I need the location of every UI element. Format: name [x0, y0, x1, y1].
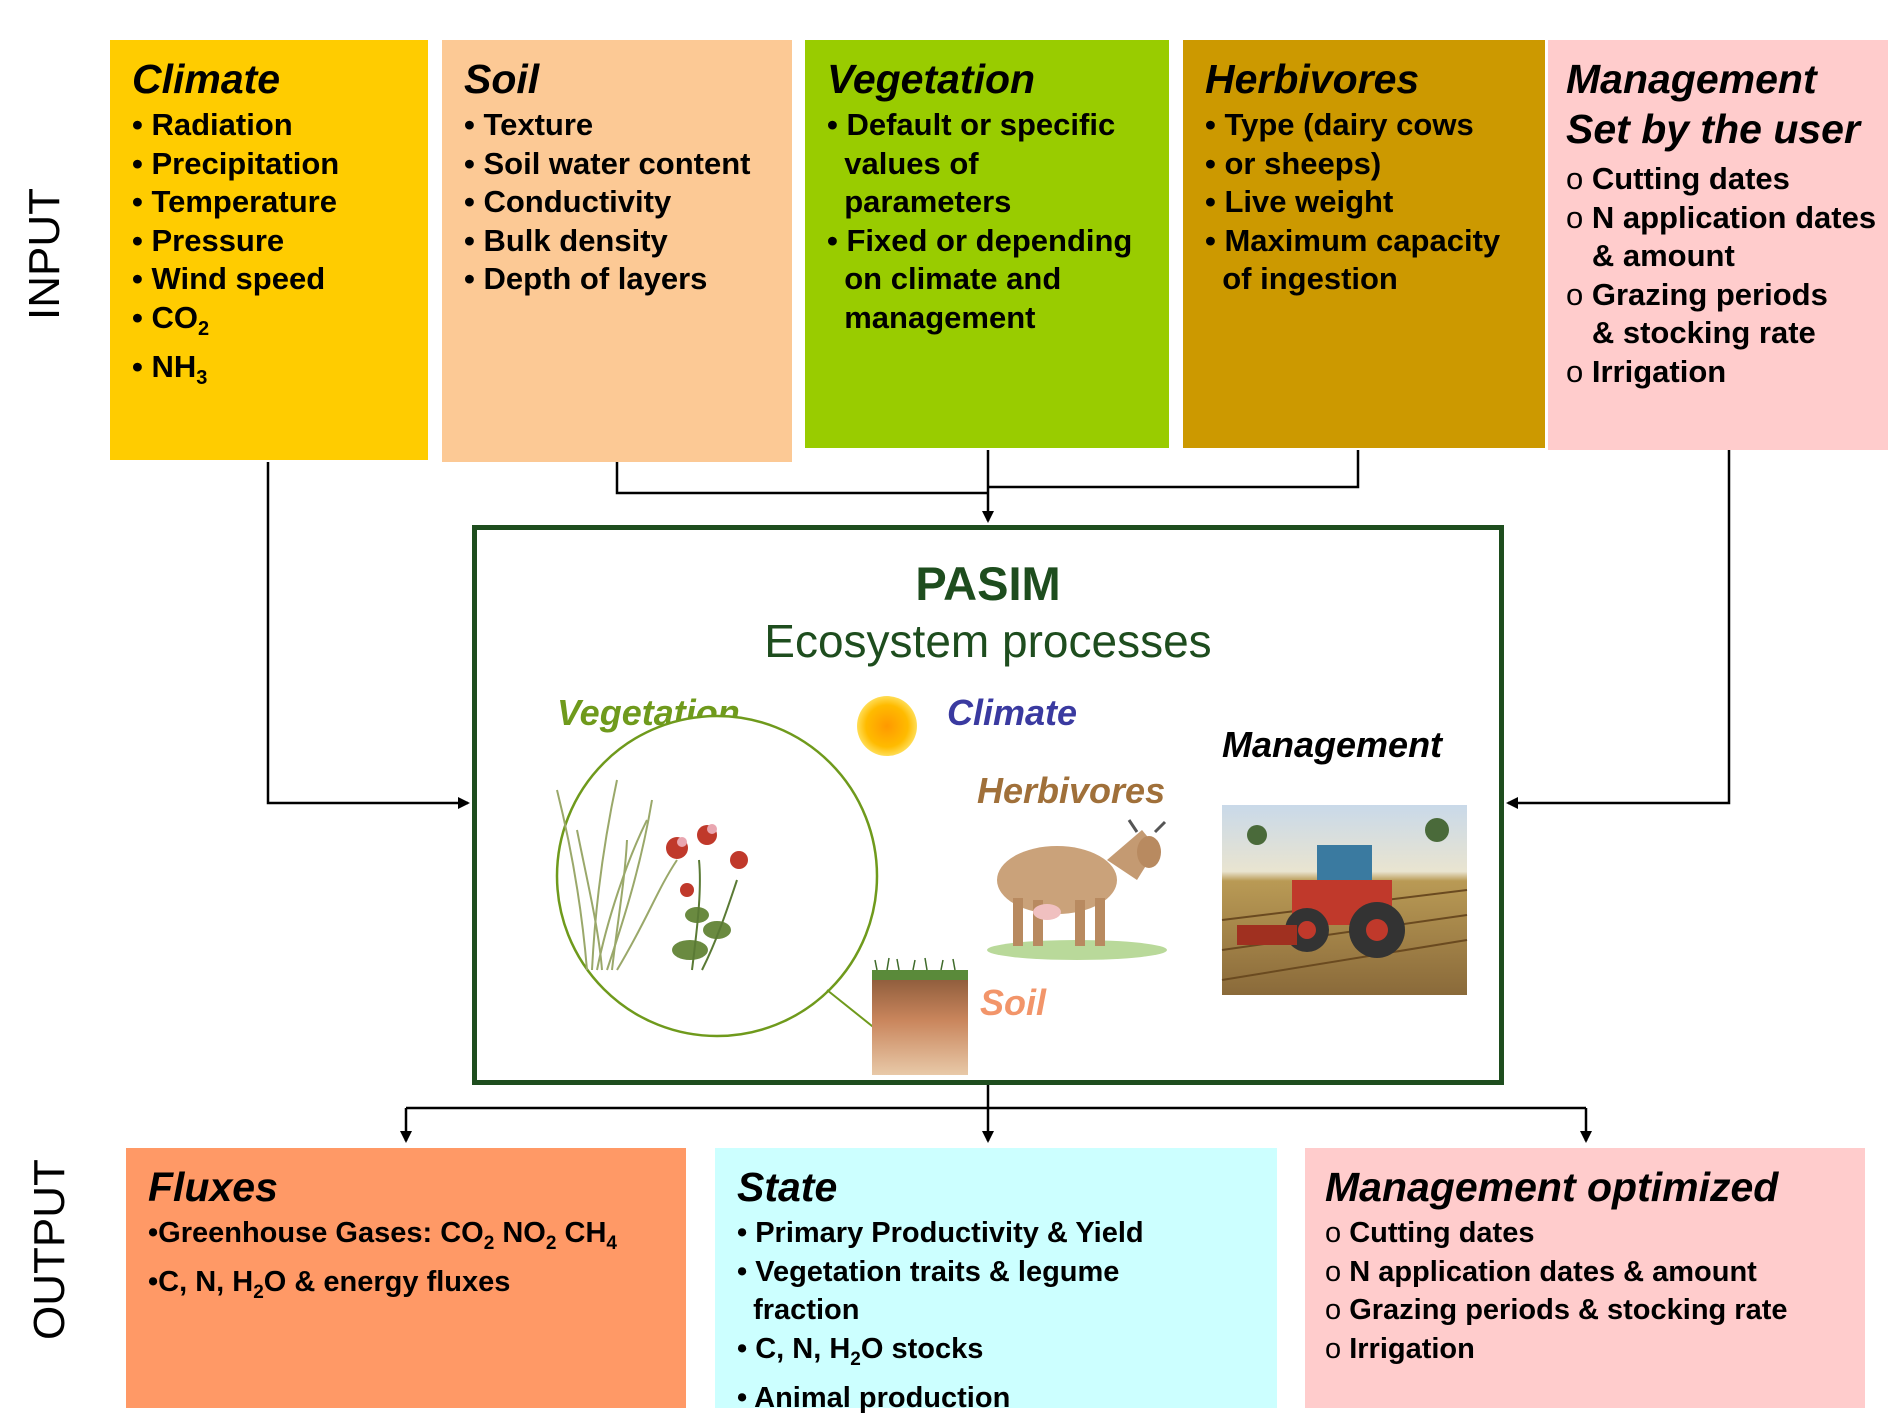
soil-connector: [615, 462, 988, 495]
climate-item: • Pressure: [132, 222, 285, 258]
tractor-field-icon: [1221, 805, 1468, 995]
management-subtitle: Set by the user: [1566, 106, 1860, 152]
herbivores-title: Herbivores: [1205, 56, 1420, 102]
herbivores-item: of ingestion: [1205, 261, 1398, 296]
soil-item: • Conductivity: [464, 184, 672, 219]
vegetation-item: • Fixed or depending: [827, 222, 1133, 258]
pasim-illustrations: [555, 696, 1468, 1075]
climate-item: • Wind speed: [132, 261, 326, 296]
climate-item-nh3: • NH3: [132, 349, 208, 390]
fluxes-energy: •C, N, H2O & energy fluxes: [148, 1266, 511, 1304]
vegetation-item: values of: [827, 145, 979, 181]
management-item: o Grazing periods: [1566, 276, 1828, 312]
pasim-soil-label: Soil: [980, 982, 1047, 1023]
herbivores-item: • Type (dairy cows: [1205, 107, 1474, 142]
state-title: State: [737, 1164, 838, 1210]
state-item: fraction: [737, 1294, 860, 1326]
fluxes-title: Fluxes: [148, 1164, 278, 1210]
herbivores-connector: [988, 450, 1360, 489]
pasim-climate-label: Climate: [947, 692, 1078, 733]
management-item: o Cutting dates: [1566, 161, 1790, 196]
management-optimized-title: Management optimized: [1325, 1164, 1779, 1210]
pasim-herbivores-label: Herbivores: [977, 770, 1166, 811]
state-box: State • Primary Productivity & Yield • V…: [715, 1148, 1277, 1414]
management-item: & amount: [1591, 238, 1735, 273]
vegetation-title: Vegetation: [827, 56, 1036, 102]
management-item: o Irrigation: [1566, 353, 1727, 389]
state-item-stocks: • C, N, H2O stocks: [737, 1332, 984, 1370]
management-optimized-box: Management optimized o Cutting dates o N…: [1305, 1148, 1865, 1408]
vegetation-item: parameters: [827, 184, 1012, 219]
herbivores-item: • or sheeps): [1205, 145, 1382, 181]
climate-item: • Temperature: [132, 184, 337, 219]
management-optimized-item: o N application dates & amount: [1325, 1255, 1757, 1288]
climate-box: Climate • Radiation • Precipitation • Te…: [110, 40, 428, 460]
pasim-subtitle: Ecosystem processes: [764, 615, 1212, 667]
soil-item: • Depth of layers: [464, 261, 708, 296]
soil-item: • Soil water content: [464, 145, 751, 181]
climate-item: • Radiation: [132, 107, 293, 142]
pasim-management-label: Management: [1222, 724, 1443, 765]
state-item: • Animal production: [737, 1381, 1011, 1414]
vegetation-item: • Default or specific: [827, 107, 1116, 142]
management-item: o N application dates: [1566, 199, 1877, 235]
vegetation-box: Vegetation • Default or specific values …: [805, 40, 1169, 448]
management-optimized-item: o Irrigation: [1325, 1332, 1475, 1365]
vegetation-item: on climate and: [827, 261, 1062, 296]
cow-icon: [987, 819, 1167, 960]
management-connector: [1506, 450, 1731, 809]
herbivores-item: • Maximum capacity: [1205, 222, 1501, 258]
pasim-title: PASIM: [915, 557, 1061, 610]
fluxes-ghg: •Greenhouse Gases: CO2 NO2 CH4: [148, 1217, 617, 1254]
climate-item-co2: • CO2: [132, 299, 210, 340]
vegetation-item: management: [827, 299, 1036, 335]
fluxes-box: Fluxes •Greenhouse Gases: CO2 NO2 CH4 •C…: [126, 1148, 686, 1408]
vegetation-soil-link: [826, 989, 878, 1031]
climate-item: • Precipitation: [132, 145, 340, 181]
management-optimized-item: o Cutting dates: [1325, 1217, 1535, 1249]
vegetation-circle-icon: [555, 714, 879, 1038]
soil-item: • Bulk density: [464, 222, 668, 258]
climate-title: Climate: [132, 56, 281, 102]
management-optimized-item: o Grazing periods & stocking rate: [1325, 1294, 1788, 1326]
herbivores-item: • Live weight: [1205, 184, 1394, 219]
soil-box: Soil • Texture • Soil water content • Co…: [442, 40, 792, 462]
herbivores-box: Herbivores • Type (dairy cows • or sheep…: [1183, 40, 1545, 448]
climate-connector: [266, 462, 470, 809]
management-item: & stocking rate: [1591, 315, 1816, 350]
sun-icon: [857, 696, 917, 756]
soil-item: • Texture: [464, 107, 594, 142]
soil-profile-icon: [872, 957, 968, 1075]
management-box: Management Set by the user o Cutting dat…: [1548, 40, 1888, 450]
soil-title: Soil: [464, 56, 540, 102]
management-title: Management: [1566, 56, 1817, 102]
state-item: • Vegetation traits & legume: [737, 1255, 1120, 1288]
pasim-box: PASIM Ecosystem processes Vegetation Cli…: [472, 525, 1504, 1085]
state-item: • Primary Productivity & Yield: [737, 1217, 1144, 1249]
